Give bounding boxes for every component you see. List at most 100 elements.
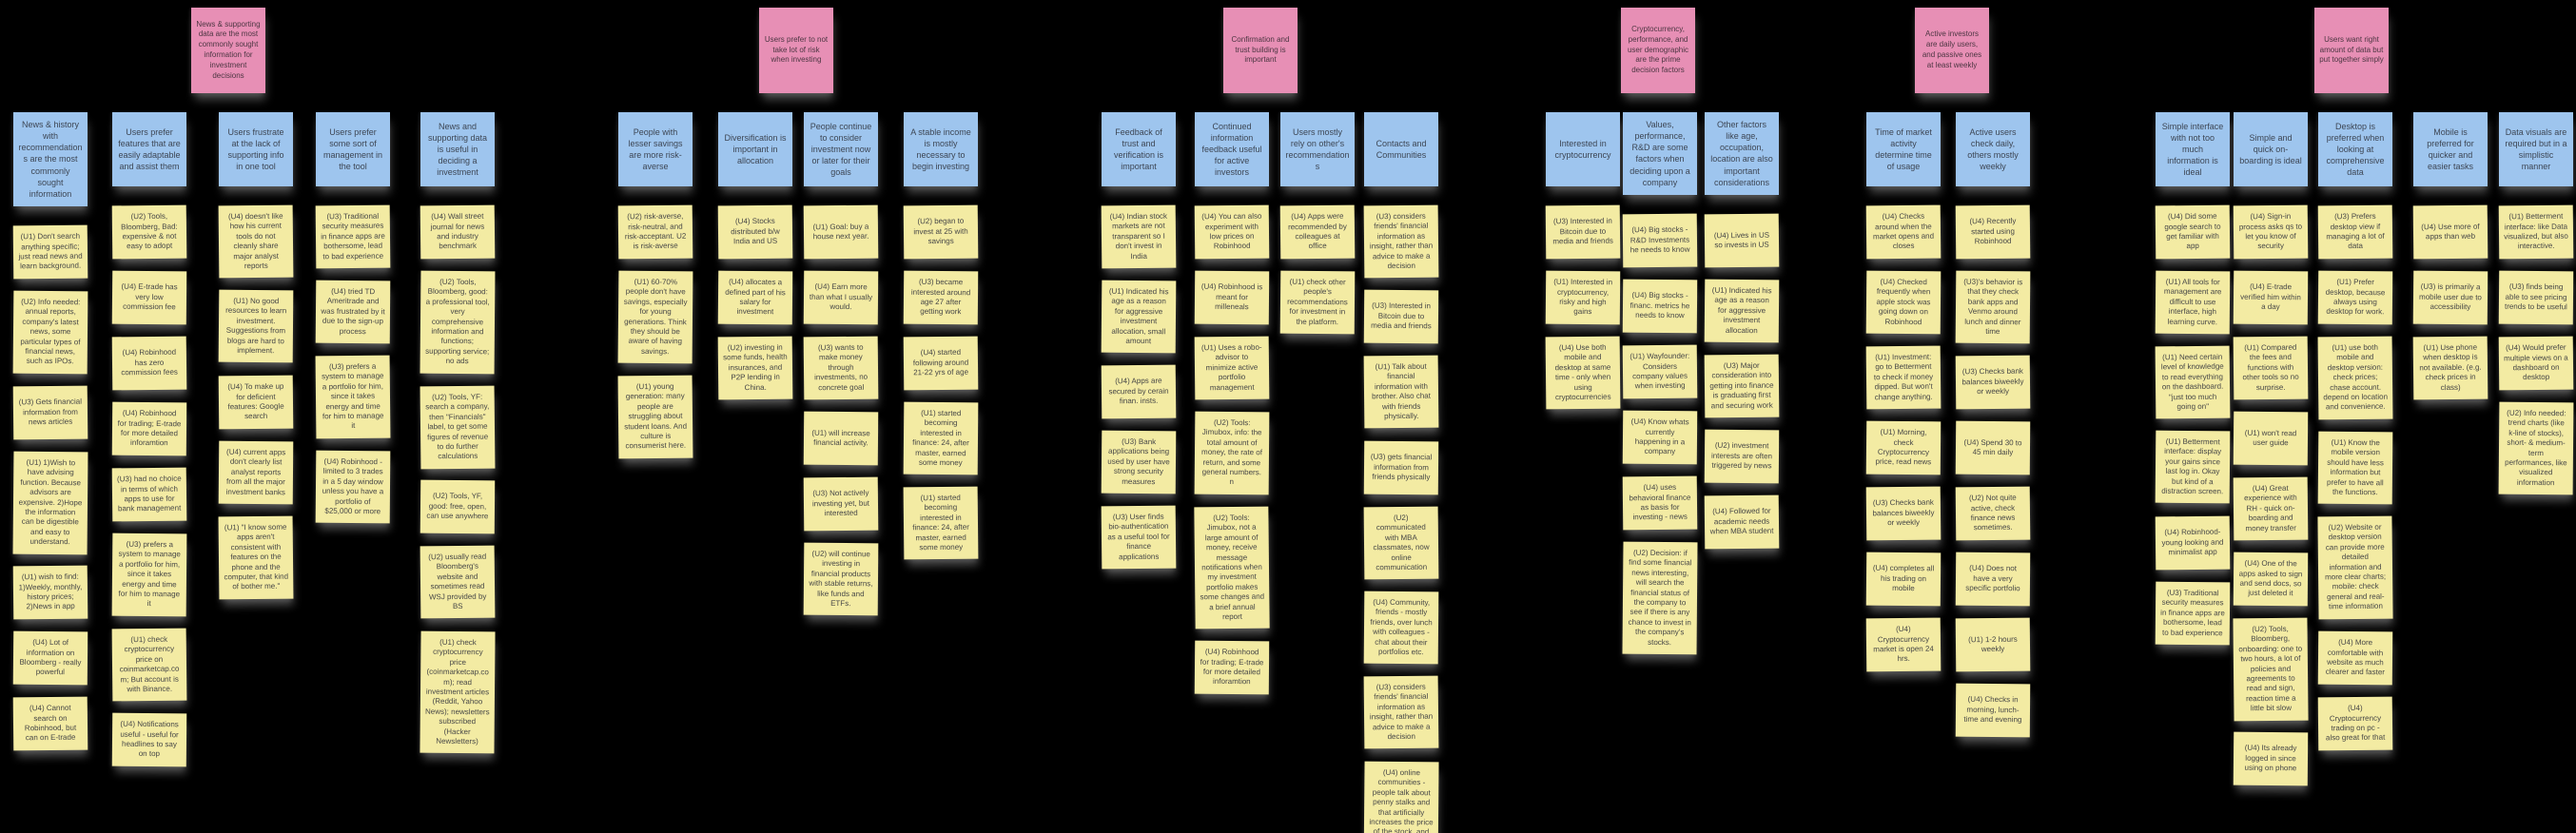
sticky-note[interactable]: (U1) Need certain level of knowledge to … <box>2155 345 2231 419</box>
sticky-note[interactable]: (U1) won't read user guide <box>2233 411 2309 466</box>
category-note[interactable]: Users prefer some sort of management in … <box>316 112 390 186</box>
category-note[interactable]: News & history with recommendations are … <box>13 112 88 206</box>
category-note[interactable]: News and supporting data is useful in de… <box>420 112 495 186</box>
sticky-note[interactable]: (U4) Robinhood is meant for milleneals <box>1194 270 1270 325</box>
sticky-note[interactable]: (U2) began to invest at 25 with savings <box>903 204 979 260</box>
sticky-note[interactable]: (U4) uses behavioral finance as basis fo… <box>1622 475 1698 531</box>
sticky-note[interactable]: (U4) Lot of information on Bloomberg - r… <box>12 630 88 686</box>
sticky-note[interactable]: (U2) Tools, Bloomberg, good: a professio… <box>420 270 496 374</box>
sticky-note[interactable]: (U4) Checked frequently when apple stock… <box>1865 270 1942 335</box>
sticky-note[interactable]: (U3) is primarily a mobile user due to a… <box>2412 270 2488 325</box>
sticky-note[interactable]: (U2) Tools: Jimubox, not a large amount … <box>1194 506 1270 630</box>
sticky-note[interactable]: (U3) Prefers desktop view if managing a … <box>2317 204 2393 260</box>
sticky-note[interactable]: (U3) User finds bio-authentication as a … <box>1101 505 1177 570</box>
sticky-note[interactable]: (U4) allocates a defined part of his sal… <box>717 270 793 325</box>
sticky-note[interactable]: (U4) started following around 21-22 yrs … <box>903 336 979 391</box>
sticky-note[interactable]: (U3) prefers a system to manage a portfo… <box>315 355 391 439</box>
sticky-note[interactable]: (U1) Uses a robo-advisor to minimize act… <box>1194 336 1270 400</box>
sticky-note[interactable]: (U4) Great experience with RH - quick on… <box>2233 476 2309 541</box>
sticky-note[interactable]: (U4) Robinhood for trading; E-trade for … <box>1194 640 1270 695</box>
sticky-note[interactable]: (U4) E-trade has very low commission fee <box>111 270 187 325</box>
sticky-note[interactable]: (U1) Morning, check Cryptocurrency price… <box>1865 420 1942 475</box>
sticky-note[interactable]: (U3) considers friends' financial inform… <box>1363 204 1439 279</box>
sticky-note[interactable]: (U1) "I know some apps aren't consistent… <box>218 515 294 599</box>
sticky-note[interactable]: (U4) Use both mobile and desktop at same… <box>1545 336 1621 410</box>
sticky-note[interactable]: (U4) Its already logged in since using o… <box>2233 732 2309 786</box>
sticky-note[interactable]: (U2) will continue investing in financia… <box>803 542 879 616</box>
sticky-note[interactable]: (U1) Talk about financial information wi… <box>1363 355 1439 430</box>
category-note[interactable]: Users frustrate at the lack of supportin… <box>219 112 293 186</box>
category-note[interactable]: Other factors like age, occupation, loca… <box>1705 112 1779 195</box>
category-note[interactable]: Simple interface with not too much infor… <box>2156 112 2230 186</box>
sticky-note[interactable]: (U2) Not quite active, check finance new… <box>1955 486 2031 541</box>
sticky-note[interactable]: (U1) use both mobile and desktop version… <box>2317 336 2393 420</box>
sticky-note[interactable]: (U4) Wall street journal for news and in… <box>420 204 496 260</box>
sticky-note[interactable]: (U2) investing in some funds, health ins… <box>717 336 793 400</box>
sticky-note[interactable]: (U4) Know whats currently happening in a… <box>1622 410 1698 465</box>
sticky-note[interactable]: (U4) Cannot search on Robinhood, but can… <box>12 696 88 751</box>
category-note[interactable]: Simple and quick on-boarding is ideal <box>2234 112 2308 186</box>
sticky-note[interactable]: (U4) completes all his trading on mobile <box>1865 552 1942 607</box>
sticky-note[interactable]: (U1) wish to find: 1)Weekly, monthly, hi… <box>12 565 88 620</box>
theme-note[interactable]: News & supporting data are the most comm… <box>191 8 265 93</box>
sticky-note[interactable]: (U4) Did some google search to get famil… <box>2155 204 2231 260</box>
sticky-note[interactable]: (U3) Traditional security measures in fi… <box>315 204 391 269</box>
sticky-note[interactable]: (U1) All tools for management are diffic… <box>2155 270 2231 335</box>
category-note[interactable]: Continued information feedback useful fo… <box>1195 112 1269 186</box>
sticky-note[interactable]: (U2) communicated with MBA classmates, n… <box>1363 506 1439 580</box>
sticky-note[interactable]: (U1) check cryptocurrency price (coinmar… <box>420 630 496 754</box>
sticky-note[interactable]: (U1) No good resources to learn investme… <box>218 290 294 364</box>
sticky-note[interactable]: (U3) wants to make money through investm… <box>803 336 879 400</box>
sticky-note[interactable]: (U2) Tools, YF, good: free, open, can us… <box>420 479 496 534</box>
theme-note[interactable]: Confirmation and trust building is impor… <box>1223 8 1298 93</box>
category-note[interactable]: Diversification is important in allocati… <box>718 112 792 186</box>
sticky-note[interactable]: (U1) Betterment interface: display your … <box>2155 430 2231 504</box>
sticky-note[interactable]: (U4) Earn more than what I usually would… <box>803 270 879 325</box>
sticky-note[interactable]: (U1) Wayfounder: Considers company value… <box>1622 344 1698 399</box>
sticky-note[interactable]: (U1) 60-70% people don't have savings, e… <box>617 270 693 364</box>
sticky-note[interactable]: (U2) Decision: if find some financial ne… <box>1622 541 1698 655</box>
sticky-note[interactable]: (U3) Not actively investing yet, but int… <box>803 476 879 532</box>
sticky-note[interactable]: (U3) gets financial information from fri… <box>1363 440 1439 495</box>
sticky-note[interactable]: (U2) Info needed: trend charts (like k-l… <box>2498 401 2574 495</box>
sticky-note[interactable]: (U3) considers friends' financial inform… <box>1363 675 1439 750</box>
sticky-note[interactable]: (U2) investment interests are often trig… <box>1704 429 1780 484</box>
sticky-note[interactable]: (U3)'s behavior is that they check bank … <box>1955 270 2031 344</box>
sticky-note[interactable]: (U4) Big stocks - financ. metrics he nee… <box>1622 279 1698 334</box>
sticky-note[interactable]: (U3) finds being able to see pricing tre… <box>2498 270 2574 325</box>
sticky-note[interactable]: (U4) To make up for deficient features: … <box>218 375 294 430</box>
sticky-note[interactable]: (U4) Followed for academic needs when MB… <box>1704 494 1780 550</box>
sticky-note[interactable]: (U3) Interested in Bitcoin due to media … <box>1545 204 1621 260</box>
category-note[interactable]: Feedback of trust and verification is im… <box>1102 112 1176 186</box>
sticky-note[interactable]: (U3) Traditional security measures in fi… <box>2155 581 2231 645</box>
sticky-note[interactable]: (U4) Robinhood - limited to 3 trades in … <box>315 450 391 524</box>
sticky-note[interactable]: (U1) Interested in cryptocurrency, risky… <box>1545 270 1621 325</box>
sticky-note[interactable]: (U3) Major consideration into getting in… <box>1704 354 1780 418</box>
theme-note[interactable]: Users want right amount of data but put … <box>2314 8 2389 93</box>
theme-note[interactable]: Users prefer to not take lot of risk whe… <box>759 8 833 93</box>
sticky-note[interactable]: (U1) Know the mobile version should have… <box>2317 431 2393 505</box>
sticky-note[interactable]: (U1) started becoming interested in fina… <box>903 401 979 475</box>
sticky-note[interactable]: (U4) Community, friends - mostly friends… <box>1363 591 1439 665</box>
sticky-note[interactable]: (U3) Checks bank balances biweekly or we… <box>1955 355 2031 410</box>
category-note[interactable]: Time of market activity determine time o… <box>1866 112 1941 186</box>
sticky-note[interactable]: (U4) tried TD Ameritrade and was frustra… <box>315 280 391 344</box>
sticky-note[interactable]: (U2) Tools: Jimubox, info: the total amo… <box>1194 411 1270 495</box>
category-note[interactable]: Active users check daily, others mostly … <box>1956 112 2030 186</box>
sticky-note[interactable]: (U4) Robinhood for trading; E-trade for … <box>111 401 187 456</box>
sticky-note[interactable]: (U1) will increase financial activity. <box>803 411 879 466</box>
sticky-note[interactable]: (U1) Indicated his age as a reason for a… <box>1704 279 1780 343</box>
sticky-note[interactable]: (U4) Stocks distributed b/w India and US <box>717 204 793 260</box>
sticky-note[interactable]: (U2) Tools, YF: search a company, then "… <box>420 385 496 469</box>
sticky-note[interactable]: (U4) Lives in US so invests in US <box>1704 213 1780 268</box>
sticky-note[interactable]: (U1) check other people's recommendation… <box>1279 270 1356 335</box>
sticky-note[interactable]: (U1) Betterment interface: like Data vis… <box>2498 204 2574 260</box>
sticky-note[interactable]: (U1) check cryptocurrency price on coinm… <box>111 628 187 702</box>
sticky-note[interactable]: (U4) Checks around when the market opens… <box>1865 204 1942 260</box>
category-note[interactable]: Mobile is preferred for quicker and easi… <box>2413 112 2488 186</box>
sticky-note[interactable]: (U3) Interested in Bitcoin due to media … <box>1363 290 1439 344</box>
category-note[interactable]: Data visuals are required but in a simpl… <box>2499 112 2573 186</box>
category-note[interactable]: Users mostly rely on other's recommendat… <box>1280 112 1355 186</box>
sticky-note[interactable]: (U4) Robinhood has zero commission fees <box>111 336 187 391</box>
sticky-note[interactable]: (U4) Notifications useful - useful for h… <box>111 712 187 767</box>
